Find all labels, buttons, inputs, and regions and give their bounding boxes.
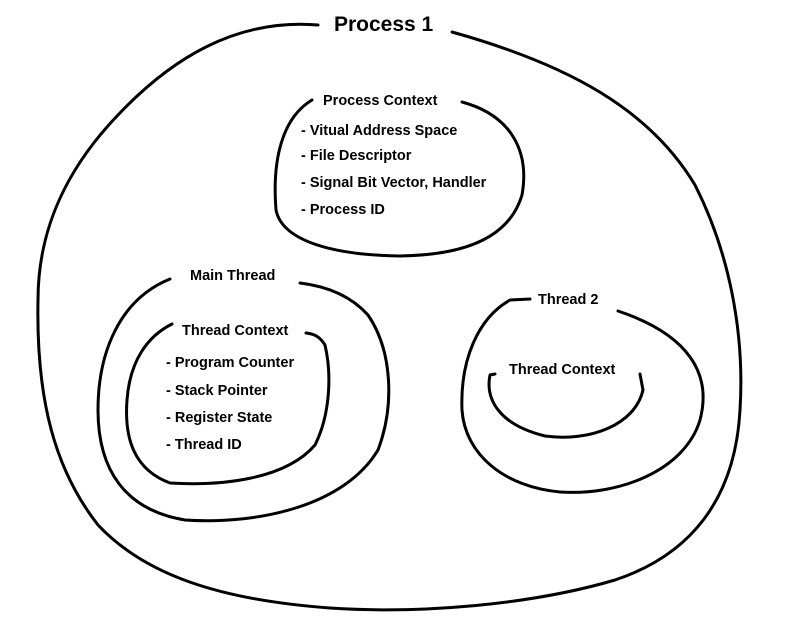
process-context-item: - File Descriptor [301,148,412,164]
main-thread-context-title: Thread Context [182,323,289,339]
thread-2-context-outline [487,372,645,439]
process-context-item: - Vitual Address Space [301,123,458,139]
process-1-outline [36,22,743,612]
thread-2-outline [460,297,705,494]
thread-context-item: - Program Counter [166,355,295,371]
process-context-outline [273,98,526,258]
thread-context-item: - Thread ID [166,437,242,453]
process-context-item: - Process ID [301,202,385,218]
main-thread-context-outline [125,322,331,486]
process-title: Process 1 [334,13,434,36]
main-thread-outline [96,277,391,523]
process-context-title: Process Context [323,93,438,109]
thread-2-title: Thread 2 [538,292,599,308]
thread-context-item: - Stack Pointer [166,383,268,399]
thread-context-item: - Register State [166,410,273,426]
thread-2-context-title: Thread Context [509,362,616,378]
process-context-item: - Signal Bit Vector, Handler [301,175,487,191]
main-thread-title: Main Thread [190,268,276,284]
